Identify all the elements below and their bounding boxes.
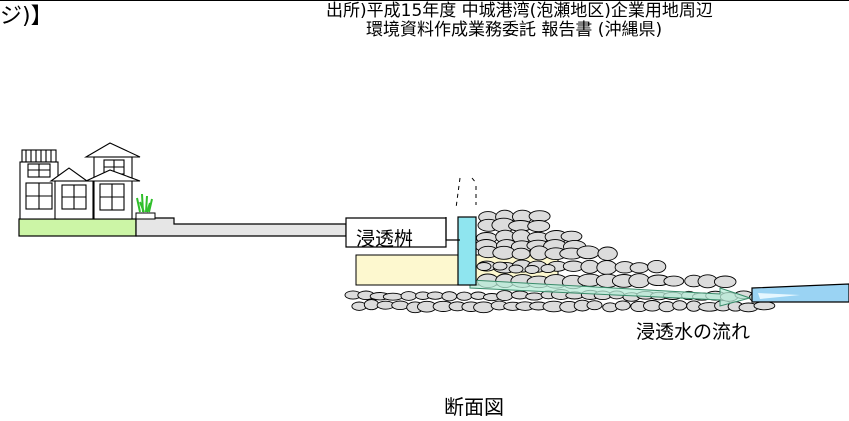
base-stone [525, 292, 544, 301]
base-stone [441, 291, 458, 302]
top-border-line [0, 0, 849, 1]
embankment-stone [528, 210, 551, 223]
curb [135, 212, 156, 220]
pavement [135, 217, 347, 237]
house-ground [18, 218, 137, 237]
embankment-stone [629, 262, 649, 274]
embankment-stone [511, 247, 531, 261]
embankment-stone [596, 260, 618, 275]
base-stone [643, 300, 662, 312]
base-stone [363, 299, 380, 311]
sea-water-highlight [758, 293, 800, 299]
soil-stone [492, 261, 508, 271]
base-stone [753, 301, 776, 311]
soil-stone [540, 264, 556, 274]
house-icon [19, 142, 141, 220]
stone-fill [344, 209, 776, 314]
base-stone [473, 301, 495, 314]
source-citation: 出所)平成15年度 中城港湾(泡瀬地区)企業用地周辺 環境資料作成業務委託 報告… [326, 2, 849, 40]
embankment-stone [527, 220, 551, 233]
base-stone [586, 300, 603, 311]
embankment-stone [576, 245, 600, 260]
soil-stone [524, 265, 540, 274]
base-stone [456, 291, 473, 301]
base-stone [614, 300, 631, 311]
source-line-1: 出所)平成15年度 中城港湾(泡瀬地区)企業用地周辺 [326, 1, 713, 21]
dashed-marks [455, 177, 477, 209]
embankment-stone [628, 273, 651, 289]
base-stone [496, 290, 514, 302]
base-stone [658, 301, 676, 313]
soil-stone [476, 262, 492, 271]
embankment-stone [663, 275, 685, 287]
embankment-stone [492, 245, 516, 260]
embankment-stone [560, 230, 583, 243]
plant-icon [136, 193, 153, 213]
flow-label: 浸透水の流れ [636, 321, 751, 343]
flow-arrow [469, 279, 752, 307]
sea-water [751, 283, 849, 303]
embankment-stone [580, 259, 600, 274]
source-line-2: 環境資料作成業務委託 報告書 (沖縄県) [366, 20, 663, 40]
diagram-caption: 断面図 [444, 395, 504, 419]
base-stone [426, 291, 444, 300]
embankment-stone [647, 259, 667, 274]
base-stone [391, 300, 409, 311]
basin-wall [445, 217, 460, 241]
basin-box [345, 217, 447, 248]
embankment-stone [597, 246, 618, 261]
infiltration-pipe [457, 216, 477, 286]
basin-label: 浸透桝 [356, 228, 414, 250]
soil-stone [508, 264, 524, 274]
base-stone [382, 292, 403, 301]
base-stone [672, 300, 688, 311]
heading-fragment: ジ)】 [0, 4, 53, 29]
embankment-stone [713, 275, 737, 289]
base-stone [400, 291, 417, 301]
